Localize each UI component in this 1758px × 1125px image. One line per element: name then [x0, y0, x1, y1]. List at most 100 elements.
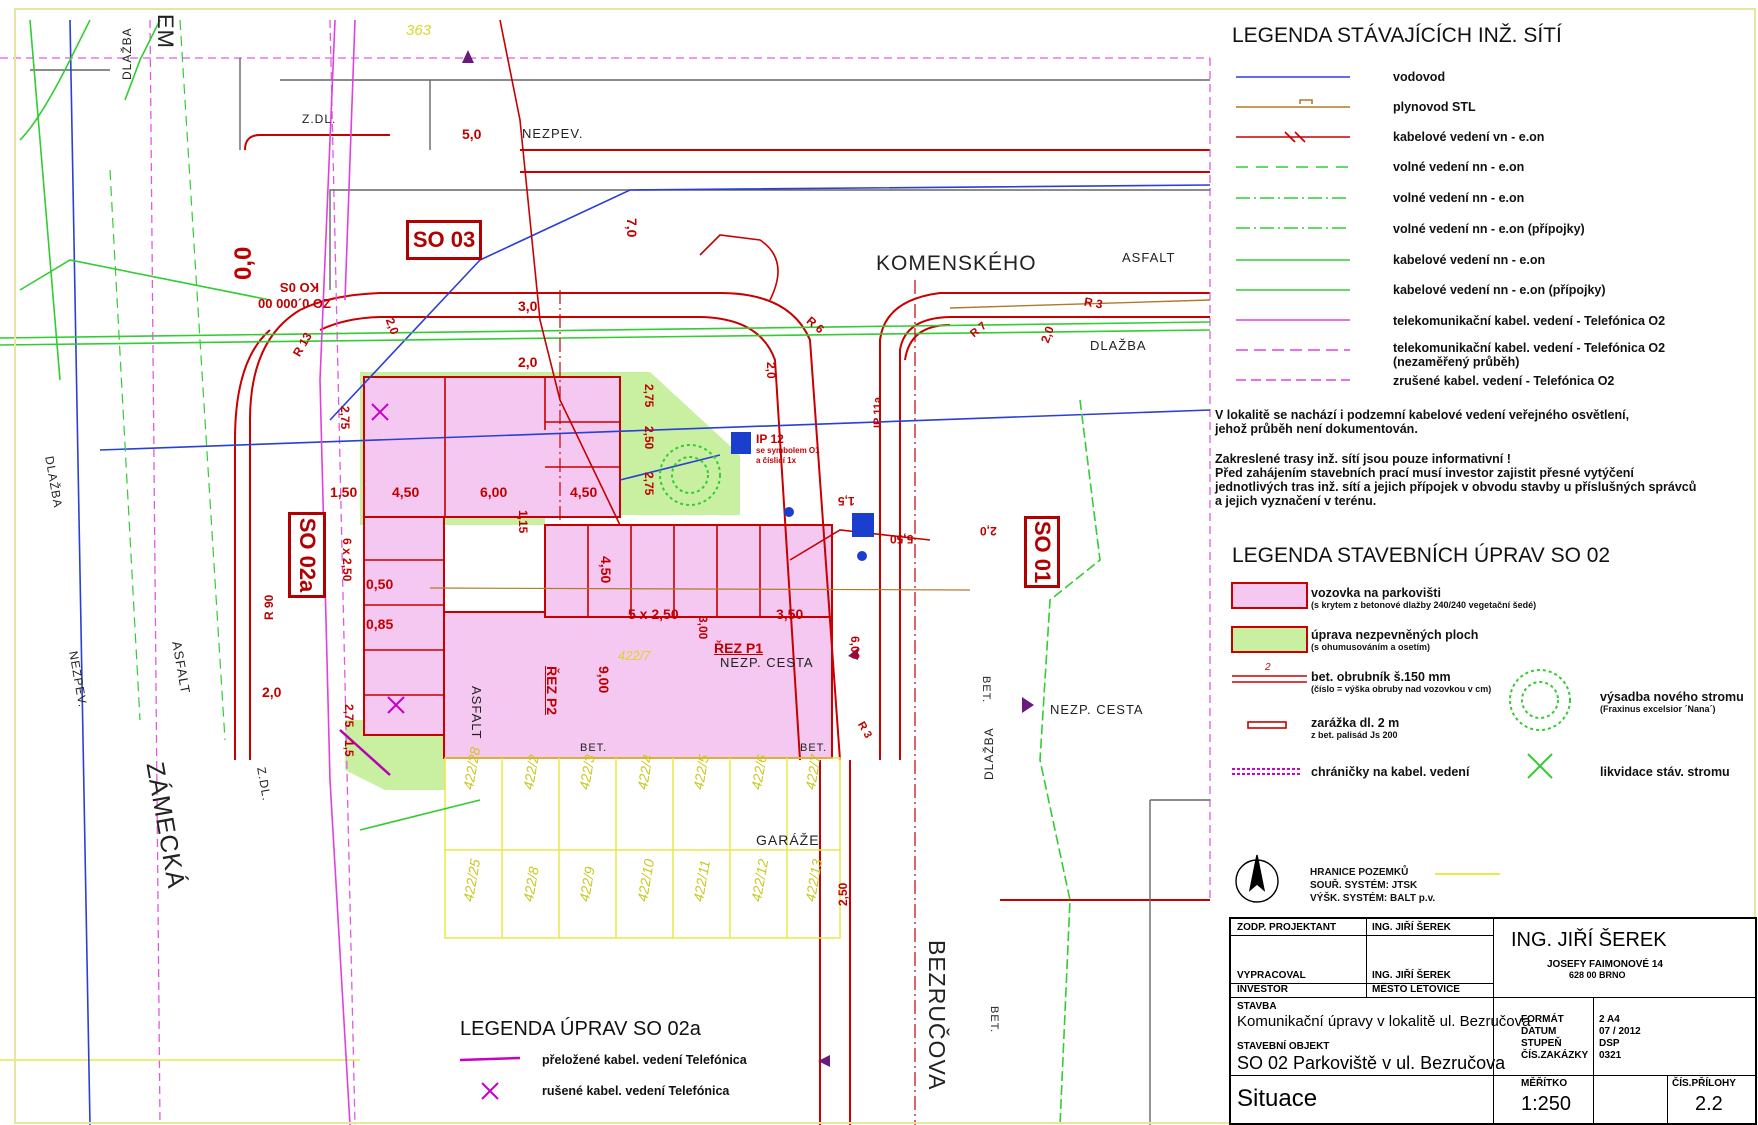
legend-tree-new-sub: (Fraxinus excelsior ´Nana´)	[1600, 704, 1716, 714]
dim-7-0: 7,0	[624, 218, 640, 238]
note-lighting: V lokalitě se nachází i podzemní kabelov…	[1215, 408, 1630, 436]
legend-green-swatch	[1231, 626, 1308, 653]
dim-ko-os: KO 0S	[280, 280, 320, 295]
dim-4-50-a: 4,50	[392, 484, 420, 500]
sign-ip12-sub1: se symbolem O1	[756, 446, 820, 455]
legend-stop-label: zarážka dl. 2 m	[1311, 716, 1400, 730]
label-bet-1: BET.	[580, 742, 608, 754]
kerbs	[234, 134, 1210, 1125]
legend-curb-label: bet. obrubník š.150 mm	[1311, 670, 1451, 684]
legend-so02a-title: LEGENDA ÚPRAV SO 02a	[460, 1018, 701, 1040]
legend-tree-new: výsadba nového stromu (Fraxinus excelsio…	[1600, 690, 1744, 714]
tb-meritko-label: MĚŘÍTKO	[1521, 1078, 1568, 1089]
dim-2-75-a: 2,75	[642, 384, 656, 408]
legend-so02a-item: přeložené kabel. vedení Telefónica	[542, 1053, 747, 1067]
legend-item: kabelové vedení vn - e.on	[1393, 130, 1545, 144]
label-dlazba-bottom: DLAŽBA	[982, 727, 996, 780]
dim-3-00: 3,00	[696, 616, 710, 640]
legend-item: telekomunikační kabel. vedení - Telefóni…	[1393, 314, 1666, 328]
label-asfalt-lot: ASFALT	[469, 686, 484, 740]
dim-6x250: 6 x 2,50	[340, 538, 354, 582]
sour-system-label: SOUŘ. SYSTÉM: JTSK	[1310, 880, 1418, 891]
dim-2-75-c: 2,75	[338, 406, 352, 430]
so02a-label: SO 02a	[288, 512, 326, 598]
section-rez-p2: ŘEZ P2	[544, 666, 560, 716]
vysk-system-label: VÝŠK. SYSTÉM: BALT p.v.	[1310, 893, 1436, 904]
dim-2-0-c: 2,0	[764, 362, 778, 379]
dim-3-50: 3,50	[776, 606, 804, 622]
legend-road-swatch	[1231, 582, 1308, 609]
tb-meritko-value: 1:250	[1521, 1093, 1572, 1115]
legend-item-sub: (nezaměřený průběh)	[1393, 355, 1520, 369]
legend-tree-new-label: výsadba nového stromu	[1600, 690, 1744, 704]
street-label-komenskeho: KOMENSKÉHO	[876, 252, 1037, 275]
tb-datum-label: DATUM	[1521, 1026, 1557, 1037]
legend-green-label: úprava nezpevněných ploch	[1311, 628, 1479, 642]
tb-datum-value: 07 / 2012	[1599, 1026, 1641, 1037]
section-rez-p1: ŘEZ P1	[714, 640, 764, 656]
removal-marks	[371, 403, 405, 714]
dim-4-50-c: 4,50	[598, 556, 614, 584]
legend-curb: bet. obrubník š.150 mm (číslo = výška ob…	[1311, 670, 1491, 694]
label-4227: 422/7	[618, 648, 651, 663]
legend-item: plynovod STL	[1393, 100, 1476, 114]
tb-objekt-label: STAVEBNÍ OBJEKT	[1237, 1041, 1330, 1052]
label-nezpev-top: NEZPEV.	[522, 126, 584, 141]
radius-3: R 3	[1082, 294, 1104, 312]
property-lines	[0, 19, 1211, 1125]
parking-aisle	[443, 611, 833, 759]
sign-ip12-sub2: a číslicí 1x	[756, 456, 797, 465]
dim-5-50: 5,50	[890, 532, 914, 546]
parking-stalls	[364, 377, 832, 696]
legend-so02-title: LEGENDA STAVEBNÍCH ÚPRAV SO 02	[1232, 544, 1611, 567]
tb-zakazka-label: ČÍS.ZAKÁZKY	[1521, 1050, 1589, 1061]
tb-format-value: 2 A4	[1599, 1014, 1620, 1025]
tb-addr2: 628 00 BRNO	[1569, 970, 1626, 980]
dim-1-5-b: 1,5	[342, 740, 356, 757]
dim-0-85: 0,85	[366, 616, 394, 632]
legend-tree-remove: likvidace stáv. stromu	[1600, 765, 1730, 779]
legend-road-sub: (s krytem z betonové dlažby 240/240 vege…	[1311, 600, 1537, 610]
label-bet-4: BET.	[988, 1006, 1000, 1034]
legend-road: vozovka na parkovišti (s krytem z betono…	[1311, 586, 1536, 610]
label-garaze: GARÁŽE	[756, 832, 820, 848]
legend-green-sub: (s ohumusováním a osetím)	[1311, 642, 1431, 652]
dim-6-00-b: 6,00	[848, 636, 862, 660]
dim-4-50-b: 4,50	[570, 484, 598, 500]
so03-label: SO 03	[406, 220, 482, 260]
label-nezp-cesta-right: NEZP. CESTA	[1050, 702, 1144, 717]
new-tree-symbol	[659, 444, 1571, 731]
legend-item: volné vedení nn - e.on	[1393, 191, 1525, 205]
dim-1-5-a: 1,5	[838, 494, 855, 508]
label-dlazba-right: DLAŽBA	[1090, 338, 1147, 353]
tb-format-label: FORMÁT	[1521, 1014, 1564, 1025]
dim-5x250: 5 x 2,50	[628, 606, 679, 622]
legend-existing-title: LEGENDA STÁVAJÍCÍCH INŽ. SÍTÍ	[1232, 24, 1562, 47]
north-arrow	[1235, 854, 1279, 903]
title-block: ZODP. PROJEKTANT ING. JIŘÍ ŠEREK VYPRACO…	[1229, 917, 1757, 1125]
dim-2-50-a: 2,50	[642, 426, 656, 450]
legend-road-label: vozovka na parkovišti	[1311, 586, 1441, 600]
axes	[559, 280, 916, 1125]
legend-samples	[1236, 76, 1350, 381]
legend-item-label: telekomunikační kabel. vedení - Telefóni…	[1393, 341, 1666, 355]
dim-0-0: 0,0	[230, 246, 257, 280]
legend-green: úprava nezpevněných ploch (s ohumusování…	[1311, 628, 1478, 652]
legend-item: zrušené kabel. vedení - Telefónica O2	[1393, 374, 1615, 388]
dim-6-00: 6,00	[480, 484, 508, 500]
dim-0-50: 0,50	[366, 576, 394, 592]
tb-priloha-value: 2.2	[1695, 1093, 1723, 1115]
power-lines	[0, 19, 1211, 1125]
dim-5-0: 5,0	[462, 126, 482, 142]
legend-stop-sub: z bet. palisád Js 200	[1311, 730, 1398, 740]
tb-addr1: JOSEFY FAIMONOVÉ 14	[1547, 959, 1663, 970]
dim-1-15: 1,15	[516, 510, 530, 534]
sign-ip11a: IP 11a	[872, 397, 884, 428]
parking-row-top	[363, 376, 621, 518]
dim-2-50-b: 2,50	[836, 882, 850, 906]
label-dlazba-left-top: DLAŽBA	[120, 27, 134, 80]
legend-item: telekomunikační kabel. vedení - Telefóni…	[1393, 341, 1665, 369]
tb-vypr-value: ING. JIŘÍ ŠEREK	[1372, 970, 1451, 981]
